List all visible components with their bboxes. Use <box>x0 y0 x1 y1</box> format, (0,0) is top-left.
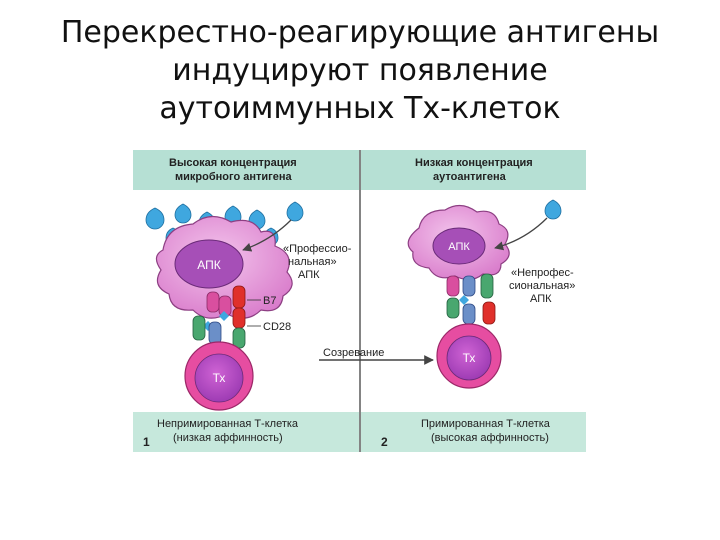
tcr-molecule <box>208 321 222 345</box>
panel1-apc-label: АПК <box>197 258 220 272</box>
peptide-diamond-icon <box>219 311 229 321</box>
apc-nucleus <box>174 239 244 289</box>
antigen-drop-icon <box>145 207 165 230</box>
tcr-molecule <box>446 297 460 319</box>
panel1-header-line2: микробного антигена <box>175 171 292 183</box>
apc-nucleus <box>432 227 486 265</box>
panel1-tcell-label: Тх <box>213 371 226 385</box>
antigen-drop-icon <box>174 203 192 224</box>
cd28-molecule <box>232 327 246 349</box>
panel1-apc-type-line1: «Профессио- <box>283 243 352 255</box>
slide-title: Перекрестно-реагирующие антигены индуцир… <box>0 14 720 128</box>
panel1-b7-label: B7 <box>263 295 276 307</box>
panel2-apc-type-line1: «Непрофес- <box>511 267 574 279</box>
cd28-molecule <box>482 301 496 325</box>
antigen-uptake-arrow <box>242 219 292 252</box>
panel2-footer-line2: (высокая аффинность) <box>431 432 549 444</box>
tcr-molecule <box>192 315 206 341</box>
title-line-1: Перекрестно-реагирующие антигены <box>60 15 660 50</box>
antigen-drop-icon <box>286 201 304 222</box>
panel1-footer-line1: Непримированная Т-клетка <box>157 418 299 430</box>
panel1-header-line1: Высокая концентрация <box>169 157 297 169</box>
cross-reactive-antigen-diagram: Высокая концентрация микробного антигена… <box>133 150 586 452</box>
maturation-label: Созревание <box>323 347 384 359</box>
footer-band-right <box>361 412 586 452</box>
panel2-number: 2 <box>381 435 388 449</box>
mhc-molecule <box>206 291 220 313</box>
b7-molecule <box>232 285 246 309</box>
title-line-3: аутоиммунных Тх-клеток <box>159 91 561 126</box>
panel1-cd28-label: CD28 <box>263 321 291 333</box>
footer-band-left <box>133 412 359 452</box>
panel2-tcell-label: Тх <box>463 351 476 365</box>
t-cell-nucleus <box>446 335 492 381</box>
panel2-receptor-complex <box>446 273 496 325</box>
b7-molecule <box>480 273 494 299</box>
header-band-right <box>361 150 586 190</box>
panel2-apc-type-line3: АПК <box>530 293 552 305</box>
panel2-header-line1: Низкая концентрация <box>415 157 533 169</box>
panel1-number: 1 <box>143 435 150 449</box>
t-cell-nucleus <box>194 353 244 403</box>
mhc-molecule <box>462 275 476 297</box>
b7-molecule <box>232 307 246 329</box>
autoantigen-drop-icon <box>544 199 562 220</box>
panel2-apc-type-line2: сиональная» <box>509 280 575 292</box>
panel1-apc-type-line2: нальная» <box>288 256 337 268</box>
peptide-diamond-icon <box>459 295 469 305</box>
header-band-left <box>133 150 359 190</box>
tcr-molecule <box>462 303 476 325</box>
panel2-apc-label: АПК <box>448 241 470 253</box>
panel1-apc-type-line3: АПК <box>298 269 320 281</box>
title-line-2: индуцируют появление <box>172 53 548 88</box>
panel2-footer-line1: Примированная Т-клетка <box>421 418 551 430</box>
mhc-molecule <box>446 275 460 297</box>
panel2-header-line2: аутоантигена <box>433 171 507 183</box>
autoantigen-uptake-arrow <box>494 217 548 251</box>
panel1-footer-line2: (низкая аффинность) <box>173 432 283 444</box>
